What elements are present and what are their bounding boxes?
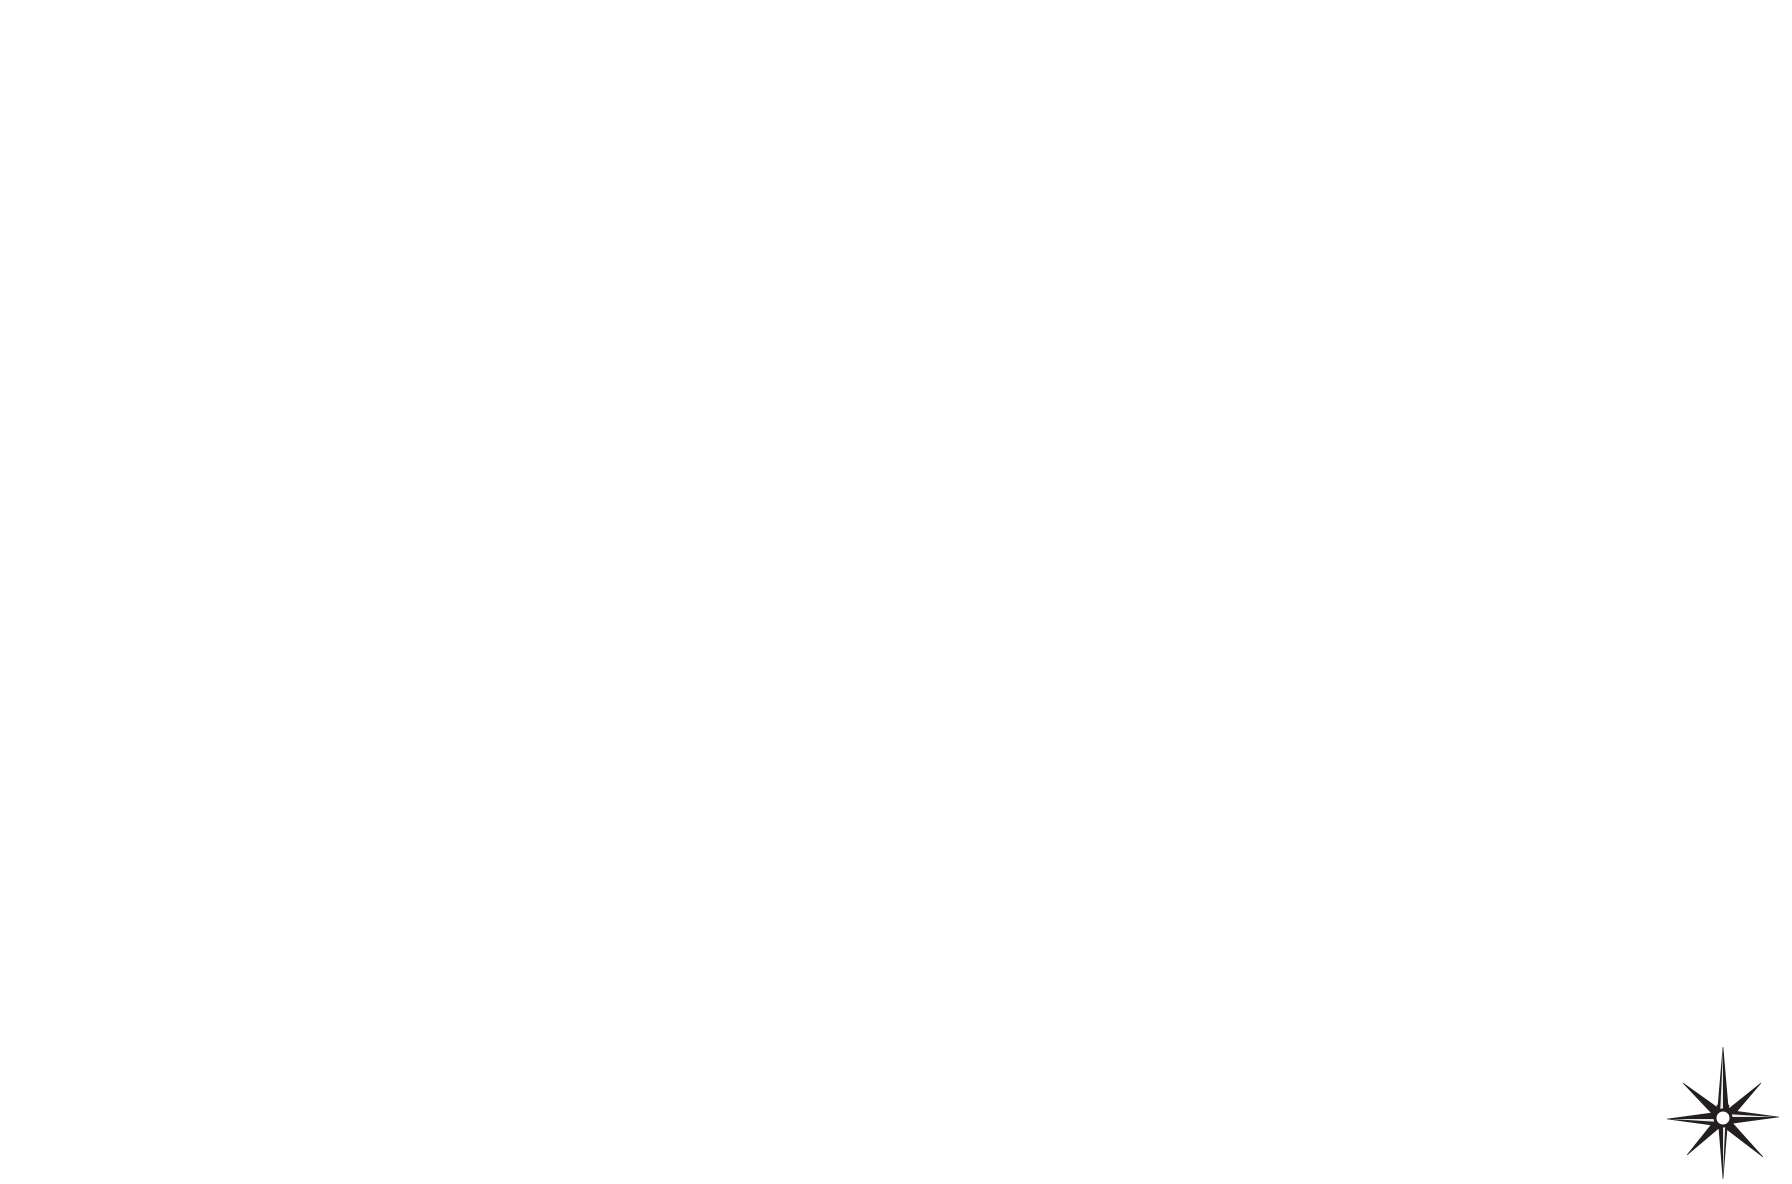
compass-rose-icon (1665, 1045, 1785, 1181)
compass-intercardinal-points (1682, 1082, 1764, 1158)
compass-center (1713, 1108, 1733, 1128)
